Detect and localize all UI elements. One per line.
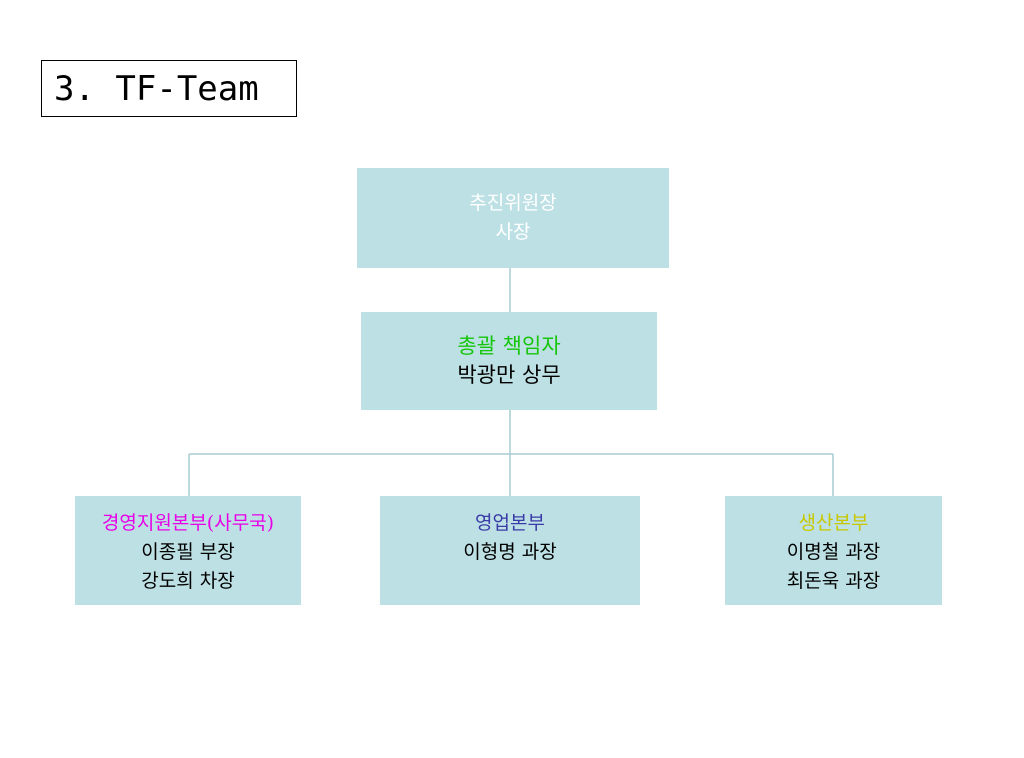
node-sales-member: 이형명 과장: [463, 541, 557, 563]
node-management-support-member: 강도희 차장: [141, 570, 235, 592]
node-chairman-title: 사장: [495, 221, 531, 243]
page-title: 3. TF-Team: [41, 60, 297, 117]
node-general-manager: 총괄 책임자 박광만 상무: [361, 312, 657, 410]
node-chairman-role: 추진위원장: [469, 192, 557, 214]
node-sales: 영업본부 이형명 과장: [380, 496, 640, 605]
node-general-manager-role: 총괄 책임자: [457, 334, 561, 358]
node-sales-head: 영업본부: [475, 512, 545, 534]
node-production-member: 이명철 과장: [786, 541, 881, 563]
node-management-support: 경영지원본부(사무국) 이종필 부장 강도희 차장: [75, 496, 301, 605]
node-production: 생산본부 이명철 과장 최돈욱 과장: [725, 496, 942, 605]
node-production-member: 최돈욱 과장: [786, 570, 881, 592]
node-production-head: 생산본부: [798, 512, 869, 534]
node-management-support-member: 이종필 부장: [141, 541, 235, 563]
node-chairman: 추진위원장 사장: [357, 168, 669, 268]
node-general-manager-name: 박광만 상무: [457, 363, 561, 387]
node-management-support-head: 경영지원본부(사무국): [101, 512, 275, 534]
